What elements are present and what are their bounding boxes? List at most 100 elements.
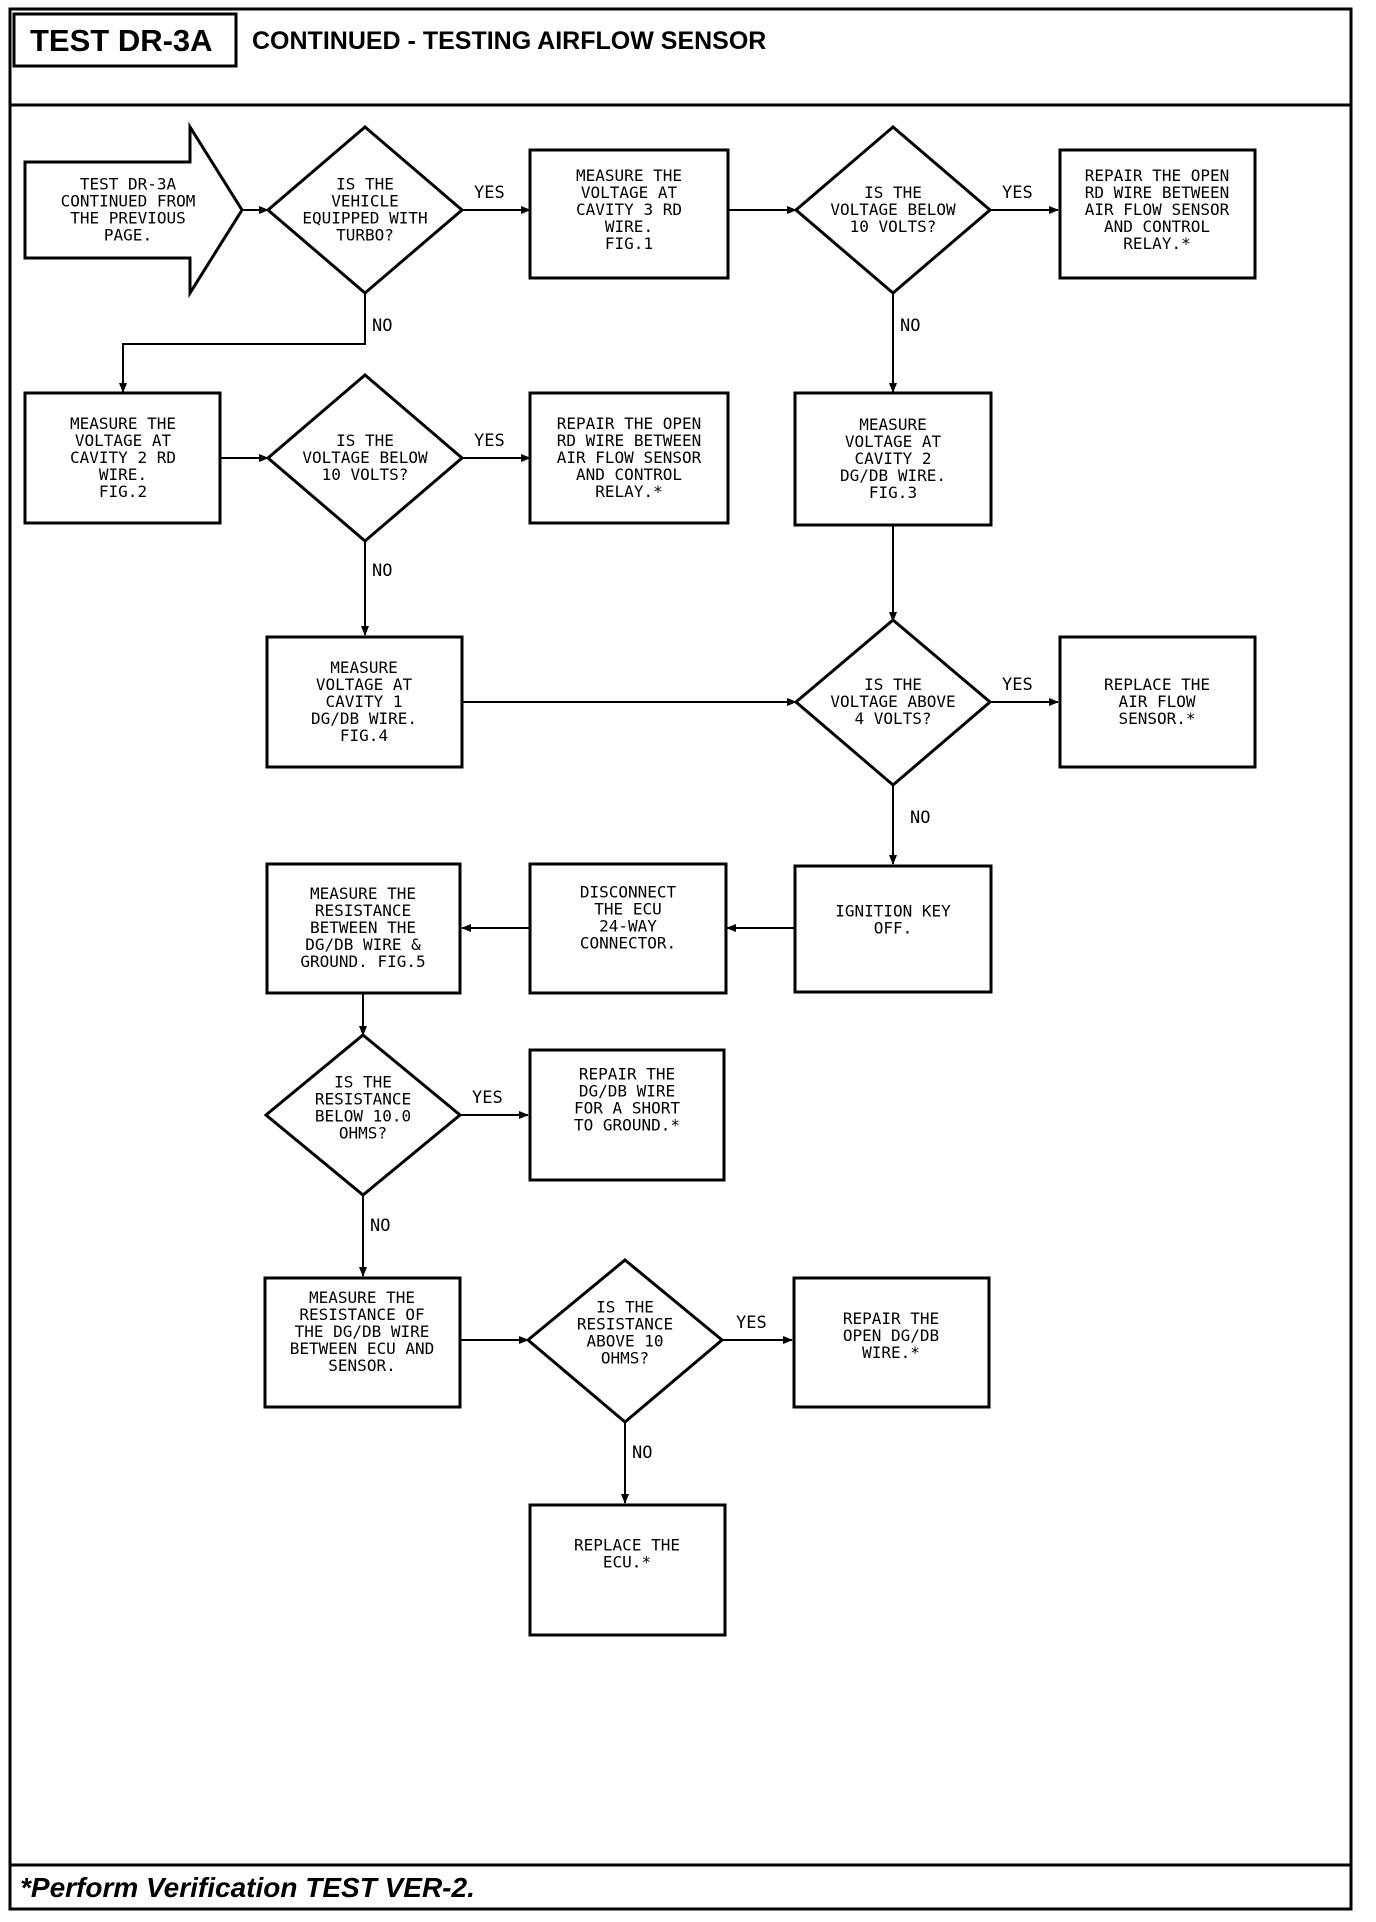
node-text-line: AIR FLOW	[1118, 692, 1195, 711]
node-text-line: WIRE.	[605, 217, 653, 236]
node-text-line: RESISTANCE OF	[299, 1305, 424, 1324]
node-text-line: VOLTAGE BELOW	[830, 200, 956, 219]
node-text-line: FIG.3	[869, 483, 917, 502]
process-box	[263, 1276, 462, 1409]
node-text-line: WIRE.*	[862, 1343, 920, 1362]
node-text-line: REPLACE THE	[1104, 675, 1210, 694]
node-text-line: REPAIR THE	[843, 1309, 939, 1328]
node-text-line: FIG.1	[605, 234, 653, 253]
node-text-line: AND CONTROL	[1104, 217, 1210, 236]
node-text-line: OFF.	[874, 919, 913, 938]
label-yes: YES	[1002, 675, 1033, 695]
node-text-line: MEASURE THE	[309, 1288, 415, 1307]
node-text-line: RELAY.*	[1123, 234, 1190, 253]
process-box	[528, 862, 728, 995]
node-text-line: CAVITY 2 RD	[70, 448, 176, 467]
node-text-line: SENSOR.	[328, 1356, 395, 1375]
edge-labels: YES YES NO NO YES NO YES NO YES NO YES N…	[370, 183, 1033, 1463]
verification-note: *Perform Verification TEST VER-2.	[20, 1872, 475, 1903]
node-text-line: CAVITY 3 RD	[576, 200, 682, 219]
node-text-line: OHMS?	[339, 1124, 387, 1143]
node-text-line: CAVITY 1	[325, 692, 402, 711]
label-yes: YES	[736, 1313, 767, 1333]
node-text-line: THE PREVIOUS	[70, 209, 186, 228]
node-text-line: DG/DB WIRE.	[311, 709, 417, 728]
node-text-line: FOR A SHORT	[574, 1099, 680, 1118]
node-text-line: MEASURE THE	[70, 414, 176, 433]
node-text-line: VOLTAGE BELOW	[302, 448, 428, 467]
node-text-line: TO GROUND.*	[574, 1116, 680, 1135]
decision-diamond	[265, 125, 465, 295]
node-text-line: DISCONNECT	[580, 883, 677, 902]
node-text-line: FIG.2	[99, 482, 147, 501]
label-no: NO	[372, 561, 392, 581]
node-text-line: IS THE	[336, 175, 394, 194]
flow-edges	[119, 206, 1059, 1504]
process-box	[265, 635, 464, 769]
node-text-line: REPAIR THE OPEN	[557, 414, 702, 433]
label-no: NO	[632, 1443, 652, 1463]
node-text-line: SENSOR.*	[1118, 709, 1195, 728]
process-box	[792, 1276, 991, 1409]
node-text-line: OHMS?	[601, 1349, 649, 1368]
label-yes: YES	[474, 183, 505, 203]
node-text-line: REPLACE THE	[574, 1536, 680, 1555]
node-text-line: THE ECU	[594, 900, 661, 919]
node-text-line: IS THE	[864, 675, 922, 694]
node-text-line: MEASURE	[330, 658, 397, 677]
node-text-line: IS THE	[864, 183, 922, 202]
node-text-line: RD WIRE BETWEEN	[557, 431, 702, 450]
decision-diamond	[263, 1033, 463, 1197]
node-text-line: MEASURE THE	[576, 166, 682, 185]
label-no: NO	[370, 1216, 390, 1236]
node-text-line: THE DG/DB WIRE	[295, 1322, 430, 1341]
node-text-line: ABOVE 10	[586, 1332, 663, 1351]
decision-diamond	[793, 125, 993, 295]
node-text-line: VOLTAGE AT	[845, 432, 942, 451]
node-text-line: AIR FLOW SENSOR	[1085, 200, 1230, 219]
node-text-line: VOLTAGE AT	[316, 675, 413, 694]
label-no: NO	[900, 316, 920, 336]
node-text-line: TEST DR-3A	[80, 175, 177, 194]
node-text-line: VOLTAGE AT	[75, 431, 172, 450]
decision-diamond	[525, 1258, 725, 1424]
node-text-line: EQUIPPED WITH	[302, 209, 427, 228]
test-label: TEST DR-3A	[30, 23, 213, 58]
node-text-line: RESISTANCE	[315, 901, 411, 920]
node-text-line: FIG.4	[340, 726, 388, 745]
node-text-line: AIR FLOW SENSOR	[557, 448, 702, 467]
node-text-line: PAGE.	[104, 226, 152, 245]
node-text-line: GROUND. FIG.5	[300, 952, 425, 971]
node-text-line: VOLTAGE ABOVE	[830, 692, 955, 711]
node-text-line: BETWEEN ECU AND	[290, 1339, 435, 1358]
label-yes: YES	[474, 431, 505, 451]
process-box	[528, 148, 730, 280]
decision-diamond	[265, 373, 465, 543]
node-text-line: 24-WAY	[599, 917, 657, 936]
process-box	[528, 1503, 727, 1637]
